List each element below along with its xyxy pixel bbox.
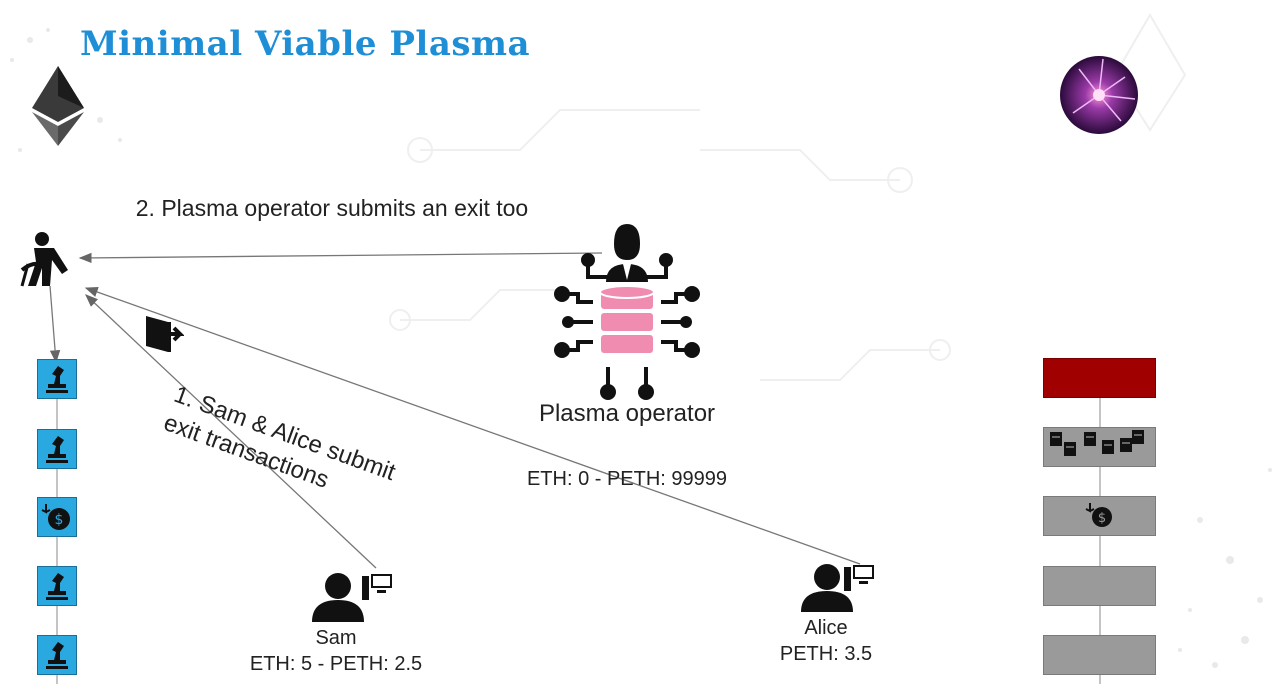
stamp-icon [46, 642, 68, 669]
transactions-icon [1050, 430, 1144, 456]
root-block-5 [37, 635, 77, 675]
sam-balance: ETH: 5 - PETH: 2.5 [249, 653, 423, 675]
root-block-2 [37, 429, 77, 469]
slide-title: Minimal Viable Plasma [80, 24, 530, 64]
sam-computer-icon [362, 574, 392, 600]
miner-icon [20, 232, 68, 287]
root-block-1 [37, 359, 77, 399]
sam-user-icon [312, 573, 364, 622]
plasma-ball-icon [1060, 56, 1138, 134]
ethereum-logo-icon [32, 66, 84, 146]
operator-balance: ETH: 0 - PETH: 99999 [526, 468, 728, 490]
plasma-block-empty-2 [1043, 635, 1156, 675]
root-block-4 [37, 566, 77, 606]
sam-exit-arrow [85, 294, 377, 569]
deposit-coin-icon: $ [1085, 503, 1112, 527]
operator-exit-label: 2. Plasma operator submits an exit too [135, 195, 529, 221]
plasma-block-transactions [1043, 427, 1156, 467]
operator-exit-arrow [78, 252, 603, 264]
svg-text:$: $ [55, 512, 64, 528]
plasma-operator-icon [554, 224, 700, 400]
alice-name: Alice [804, 617, 848, 639]
operator-name: Plasma operator [538, 400, 716, 427]
plasma-block-empty-1 [1043, 566, 1156, 606]
stamp-icon [46, 436, 68, 463]
alice-exit-arrow [84, 287, 861, 565]
svg-text:$: $ [1098, 511, 1106, 526]
sam-name: Sam [315, 627, 357, 649]
alice-user-icon [801, 564, 853, 612]
plasma-block-deposit: $ [1043, 496, 1156, 536]
stamp-icon [46, 366, 68, 393]
deposit-coin-icon: $ [41, 504, 70, 530]
stamp-icon [46, 573, 68, 600]
exit-door-icon [146, 316, 184, 352]
alice-computer-icon [844, 565, 874, 591]
root-block-3: $ [37, 497, 77, 537]
miner-to-chain-arrow [49, 285, 61, 364]
plasma-block-exit [1043, 358, 1156, 398]
alice-balance: PETH: 3.5 [779, 643, 873, 665]
